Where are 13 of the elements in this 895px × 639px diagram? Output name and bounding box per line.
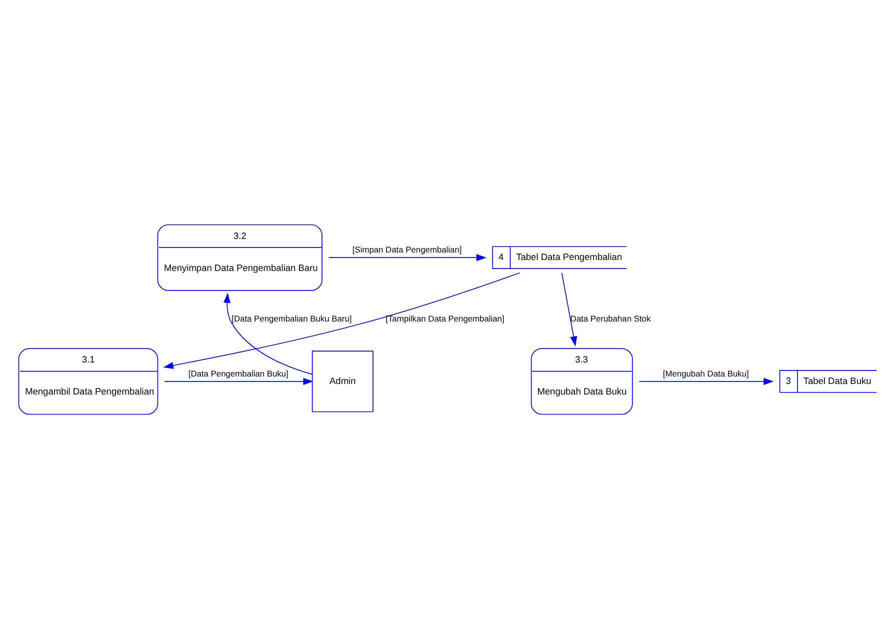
edge-label: [Simpan Data Pengembalian] xyxy=(352,244,462,255)
arrow xyxy=(223,292,313,375)
arrow xyxy=(638,378,774,385)
edge-label: [Mengubah Data Buku] xyxy=(662,368,749,378)
edge-label: [Data Pengembalian Buku] xyxy=(188,368,288,378)
node-box: Admin xyxy=(312,350,374,412)
edge-label: [Tampilkan Data Pengembalian] xyxy=(386,314,504,324)
edge-label: Data Perubahan Stok xyxy=(570,314,651,324)
arrow xyxy=(164,378,314,385)
edge-label: [Data Pengembalian Buku Baru] xyxy=(232,314,352,324)
arrow xyxy=(163,272,520,369)
arrow xyxy=(328,254,486,262)
arrow xyxy=(561,272,578,346)
